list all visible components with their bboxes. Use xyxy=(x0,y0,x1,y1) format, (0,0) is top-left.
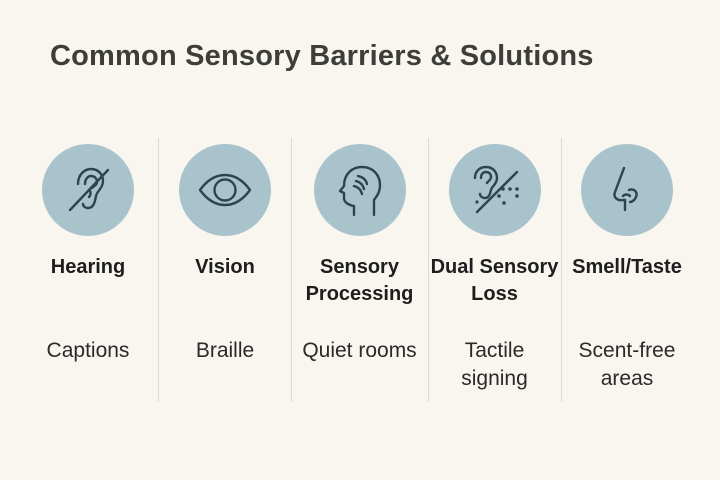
column-divider xyxy=(428,138,429,402)
nose-icon xyxy=(581,144,673,236)
head-brain-icon xyxy=(313,144,406,236)
barrier-column-hearing: Hearing Captions xyxy=(20,140,156,362)
page-title: Common Sensory Barriers & Solutions xyxy=(50,40,594,72)
hearing-impaired-icon xyxy=(42,144,134,236)
eye-icon xyxy=(179,144,271,236)
column-divider xyxy=(561,138,562,402)
solution-label: Quiet rooms xyxy=(302,339,417,362)
barrier-label: Sensory Processing xyxy=(305,256,414,305)
barrier-label: Smell/Taste xyxy=(572,256,682,278)
column-divider xyxy=(291,138,292,402)
solution-label: Scent-free areas xyxy=(578,339,676,390)
solution-label: Captions xyxy=(46,339,130,362)
barrier-column-smell-taste: Smell/Taste Scent-free areas xyxy=(562,140,692,390)
barrier-column-vision: Vision Braille xyxy=(160,140,290,362)
barrier-label: Hearing xyxy=(50,256,126,278)
barrier-column-dual-sensory-loss: Dual Sensory Loss Tactile signing xyxy=(429,140,560,390)
barrier-label: Dual Sensory Loss xyxy=(430,256,559,305)
deafblind-ear-braille-icon xyxy=(448,144,541,236)
column-divider xyxy=(158,138,159,402)
barrier-column-sensory-processing: Sensory Processing Quiet rooms xyxy=(292,140,427,362)
barrier-label: Vision xyxy=(195,256,255,278)
solution-label: Braille xyxy=(195,339,255,362)
solution-label: Tactile signing xyxy=(461,339,528,390)
